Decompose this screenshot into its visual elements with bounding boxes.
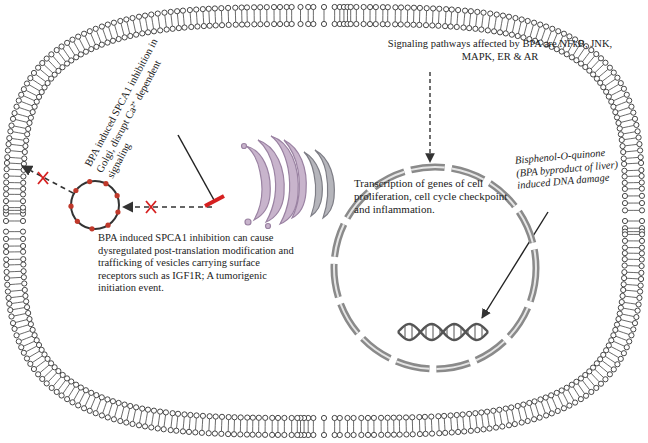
vesicle-note: BPA induced SPCA1 inhibition can cause d… bbox=[98, 232, 298, 295]
golgi-cis-stack bbox=[304, 150, 334, 218]
dna-helix bbox=[398, 324, 488, 340]
block-mark bbox=[38, 172, 156, 213]
nucleus: Transcription of genes of cell prolifera… bbox=[330, 163, 540, 373]
nucleus-label: Transcription of genes of cell prolifera… bbox=[354, 177, 518, 217]
trafficking-arrow bbox=[22, 166, 73, 193]
cell-membrane bbox=[3, 4, 644, 437]
inhibition-line bbox=[178, 135, 214, 200]
signaling-note: Signaling pathways affected by BPA are N… bbox=[372, 38, 628, 63]
golgi-note: BPA induced SPCA1 inhibition in Golgi, d… bbox=[83, 29, 188, 181]
golgi-apparatus bbox=[242, 136, 307, 229]
signaling-arrow bbox=[429, 72, 430, 162]
dna-damage-note: Bisphenol-O-quinone (BPA byproduct of li… bbox=[515, 145, 626, 192]
vesicle bbox=[68, 179, 120, 231]
inhibition-bar bbox=[205, 196, 224, 206]
trafficking-arrow bbox=[123, 206, 212, 208]
